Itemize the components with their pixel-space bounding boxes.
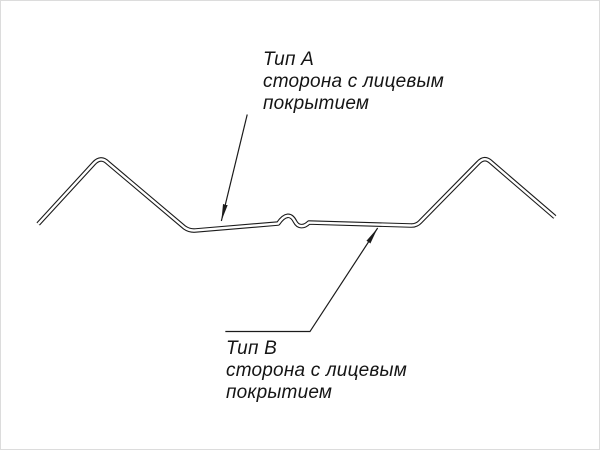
type-b-title: Тип В [226, 338, 277, 359]
sheet-profile-outline-core [37, 157, 556, 232]
type-a-subtitle-line2: покрытием [263, 93, 370, 114]
type-b-subtitle-line1: сторона с лицевым [226, 360, 407, 381]
type-a-callout: Тип А сторона с лицевым покрытием [263, 49, 444, 115]
type-b-subtitle-line2: покрытием [226, 382, 333, 403]
type-b-leader-line [225, 227, 379, 333]
type-a-leader-line [220, 114, 248, 222]
type-b-callout: Тип В сторона с лицевым покрытием [226, 338, 407, 404]
type-a-title: Тип А [263, 49, 314, 70]
type-a-subtitle-line1: сторона с лицевым [263, 71, 444, 92]
